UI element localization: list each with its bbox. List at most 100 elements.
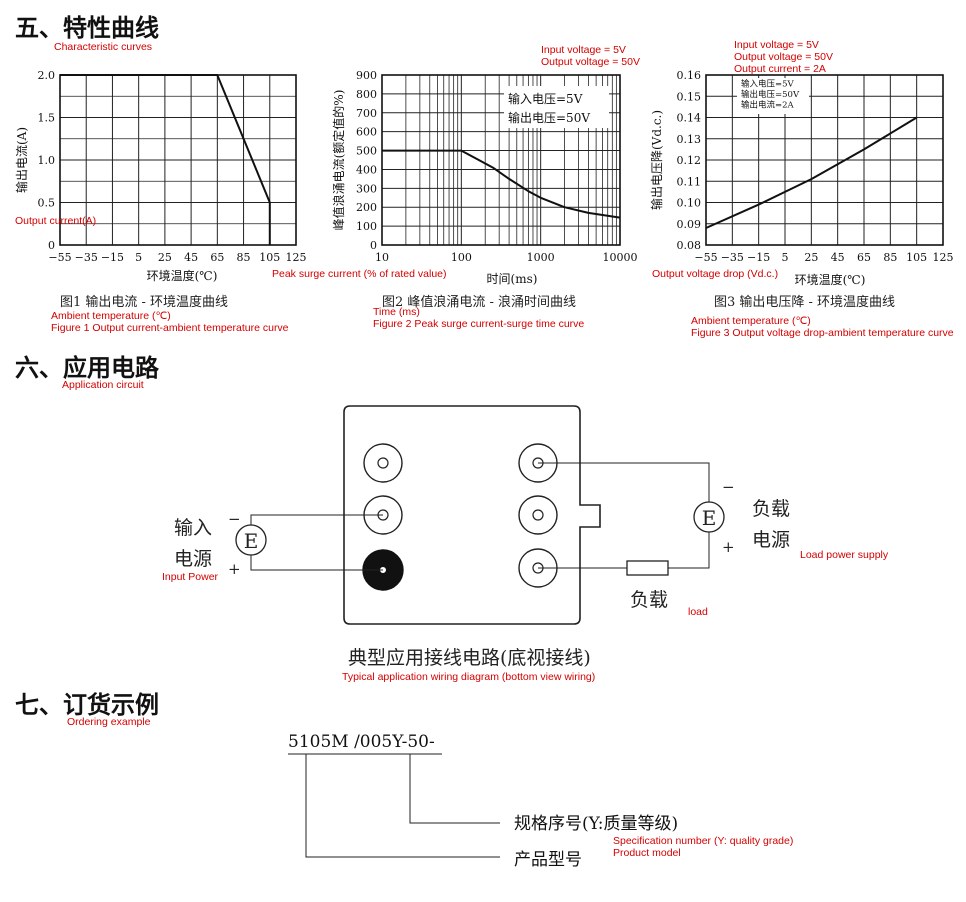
model-label-en: Product model <box>613 847 681 859</box>
y-tick-label: 0 <box>370 239 377 252</box>
y-axis-label: 输出电流(A) <box>14 127 29 193</box>
input-plus-sign: + <box>228 560 241 578</box>
order-code: 5105M /005Y-50- <box>288 732 435 752</box>
chart2-top2-en: Output voltage = 50V <box>541 56 640 68</box>
x-axis-label: 时间(ms) <box>487 272 538 286</box>
chart2-caption: 图2 峰值浪涌电流 - 浪涌时间曲线 <box>382 295 577 310</box>
y-tick-label: 0 <box>48 239 55 252</box>
x-tick-label: 45 <box>831 251 845 264</box>
load-label: 负载 <box>630 589 668 611</box>
y-tick-label: 0.10 <box>677 197 702 210</box>
load-supply-en: Load power supply <box>800 549 889 561</box>
load-supply-plus-sign: + <box>722 538 735 556</box>
y-tick-label: 0.08 <box>677 239 702 252</box>
series-line <box>60 74 271 245</box>
y-tick-label: 600 <box>356 126 377 139</box>
legend-entry: 输出电压=50V <box>741 89 800 100</box>
series-line <box>705 116 918 229</box>
input-source-letter: E <box>244 529 259 553</box>
chart2-ylabel-en: Peak surge current (% of rated value) <box>272 268 447 280</box>
wire-load-supply-minus <box>538 462 710 502</box>
x-tick-label: 10000 <box>603 251 638 264</box>
chart3-ylabel-en: Output voltage drop (Vd.c.) <box>652 268 779 280</box>
load-en: load <box>688 606 708 618</box>
chart1-caption: 图1 输出电流 - 环境温度曲线 <box>60 295 229 310</box>
legend-box <box>737 78 809 114</box>
x-tick-label: 100 <box>451 251 472 264</box>
wire-input-plus <box>250 555 383 571</box>
y-tick-label: 1.0 <box>38 154 56 167</box>
x-tick-label: −35 <box>721 251 744 264</box>
y-tick-label: 0.5 <box>38 197 56 210</box>
spec-label: 规格序号(Y:质量等级) <box>514 814 678 834</box>
wire-load-to-supply <box>668 532 710 569</box>
y-tick-label: 400 <box>356 163 377 176</box>
load-supply-label-1: 负载 <box>752 498 790 520</box>
x-tick-label: 125 <box>933 251 954 264</box>
x-tick-label: 125 <box>286 251 307 264</box>
load-resistor <box>626 560 669 576</box>
y-tick-label: 900 <box>356 69 377 82</box>
y-tick-label: 500 <box>356 145 377 158</box>
legend-entry: 输出电压=50V <box>508 110 590 125</box>
chart3-caption: 图3 输出电压降 - 环境温度曲线 <box>714 295 896 310</box>
module-body <box>343 405 601 625</box>
x-tick-label: −15 <box>747 251 770 264</box>
x-tick-label: 65 <box>857 251 871 264</box>
y-tick-label: 200 <box>356 201 377 214</box>
spec-label-en: Specification number (Y: quality grade) <box>613 835 794 847</box>
y-tick-label: 0.12 <box>677 154 702 167</box>
x-tick-label: 10 <box>375 251 389 264</box>
legend-entry: 输入电压=5V <box>741 79 795 90</box>
model-leader-line <box>305 754 500 858</box>
chart3-top2-en: Output voltage = 50V <box>734 51 833 63</box>
chart2-xlabel-en: Time (ms) <box>373 306 420 318</box>
section-subtitle-application: Application circuit <box>62 379 144 391</box>
chart1-caption-en: Figure 1 Output current-ambient temperat… <box>51 322 289 334</box>
plot-frame <box>381 74 621 246</box>
y-tick-label: 100 <box>356 220 377 233</box>
chart3-top3-en: Output current = 2A <box>734 63 826 75</box>
legend-entry: 输入电压=5V <box>508 91 583 106</box>
x-tick-label: −55 <box>48 251 71 264</box>
load-supply-minus-sign: − <box>722 478 735 496</box>
pin-right-2 <box>518 495 558 535</box>
y-tick-label: 0.14 <box>677 112 702 125</box>
circuit-caption: 典型应用接线电路(底视接线) <box>348 647 591 669</box>
x-tick-label: 105 <box>259 251 280 264</box>
chart2-caption-en: Figure 2 Peak surge current-surge time c… <box>373 318 585 330</box>
wire-input-minus <box>250 514 383 526</box>
x-axis-label: 环境温度(℃) <box>147 268 218 283</box>
spec-leader-line <box>409 754 500 824</box>
x-tick-label: 1000 <box>527 251 555 264</box>
x-tick-label: 5 <box>135 251 142 264</box>
chart3-top1-en: Input voltage = 5V <box>734 39 819 51</box>
y-axis-label: 输出电压降(Vd.c.) <box>649 110 664 210</box>
x-tick-label: −55 <box>694 251 717 264</box>
chart2-top1-en: Input voltage = 5V <box>541 44 626 56</box>
model-label: 产品型号 <box>514 850 582 870</box>
y-tick-label: 0.16 <box>677 69 702 82</box>
chart1-ylabel-en: Output current(A) <box>15 215 97 227</box>
x-tick-label: −35 <box>75 251 98 264</box>
section-title-ordering: 七、订货示例 <box>15 691 159 719</box>
x-tick-label: 45 <box>184 251 198 264</box>
section-title-characteristic: 五、特性曲线 <box>15 14 159 42</box>
y-tick-label: 2.0 <box>38 69 56 82</box>
y-tick-label: 800 <box>356 88 377 101</box>
section-subtitle-ordering: Ordering example <box>67 716 151 728</box>
input-label-2: 电源 <box>174 548 212 570</box>
legend-entry: 输出电流=2A <box>741 100 795 111</box>
chart3-caption-en: Figure 3 Output voltage drop-ambient tem… <box>691 327 954 339</box>
input-minus-sign: − <box>228 510 241 528</box>
x-axis-label: 环境温度(℃) <box>795 272 866 287</box>
input-power-en: Input Power <box>162 571 219 583</box>
y-tick-label: 0.09 <box>677 218 702 231</box>
y-tick-label: 300 <box>356 182 377 195</box>
x-tick-label: 25 <box>158 251 172 264</box>
